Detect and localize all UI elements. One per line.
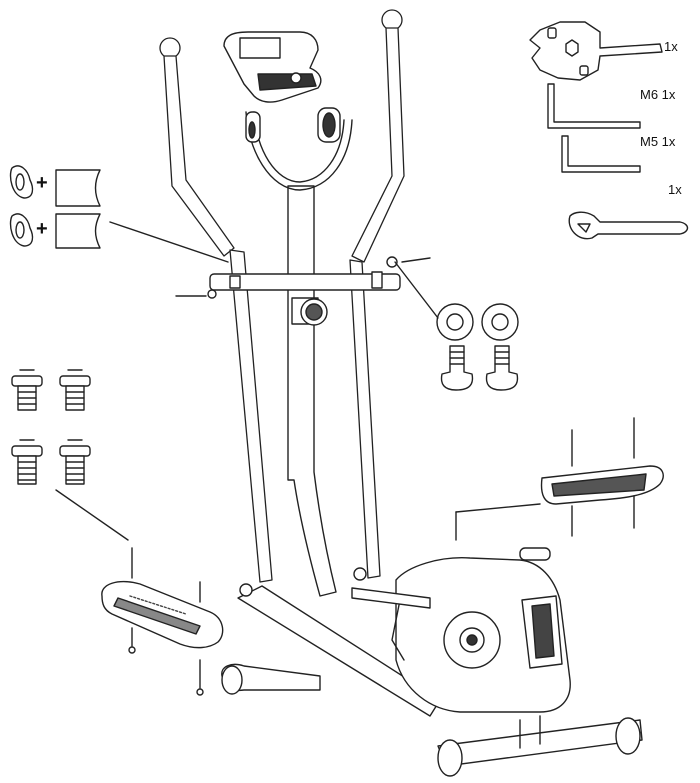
tension-knob	[291, 297, 328, 326]
washers-bolts-group	[436, 303, 519, 391]
spanner-icon	[568, 211, 689, 240]
plus-sign: +	[36, 218, 48, 240]
curved-washer-icon	[9, 213, 34, 247]
hex-key-m5-icon	[561, 135, 641, 173]
spanner-qty: 1x	[668, 182, 682, 197]
curved-washer-icon	[9, 165, 34, 199]
hex-key-m6-icon	[547, 83, 641, 129]
hex-key-m6-label: M6 1x	[640, 87, 676, 102]
console-display	[223, 31, 322, 103]
pivot-axle	[175, 256, 431, 299]
right-pedal	[455, 417, 664, 541]
flywheel-housing	[391, 547, 571, 713]
left-pedal	[101, 547, 224, 696]
hex-key-m5-label: M5 1x	[640, 134, 676, 149]
carriage-bolts-group	[11, 369, 91, 485]
leader-line	[109, 221, 229, 263]
leader-line	[394, 261, 439, 319]
moving-handlebars	[159, 9, 405, 583]
base-frame	[221, 585, 643, 777]
end-cap-icon	[55, 213, 101, 249]
multi-wrench-qty: 1x	[664, 39, 678, 54]
end-cap-icon	[55, 169, 101, 207]
leader-line	[55, 489, 129, 541]
connecting-arm	[351, 587, 431, 609]
multi-wrench-icon	[529, 21, 663, 81]
plus-sign: +	[36, 172, 48, 194]
